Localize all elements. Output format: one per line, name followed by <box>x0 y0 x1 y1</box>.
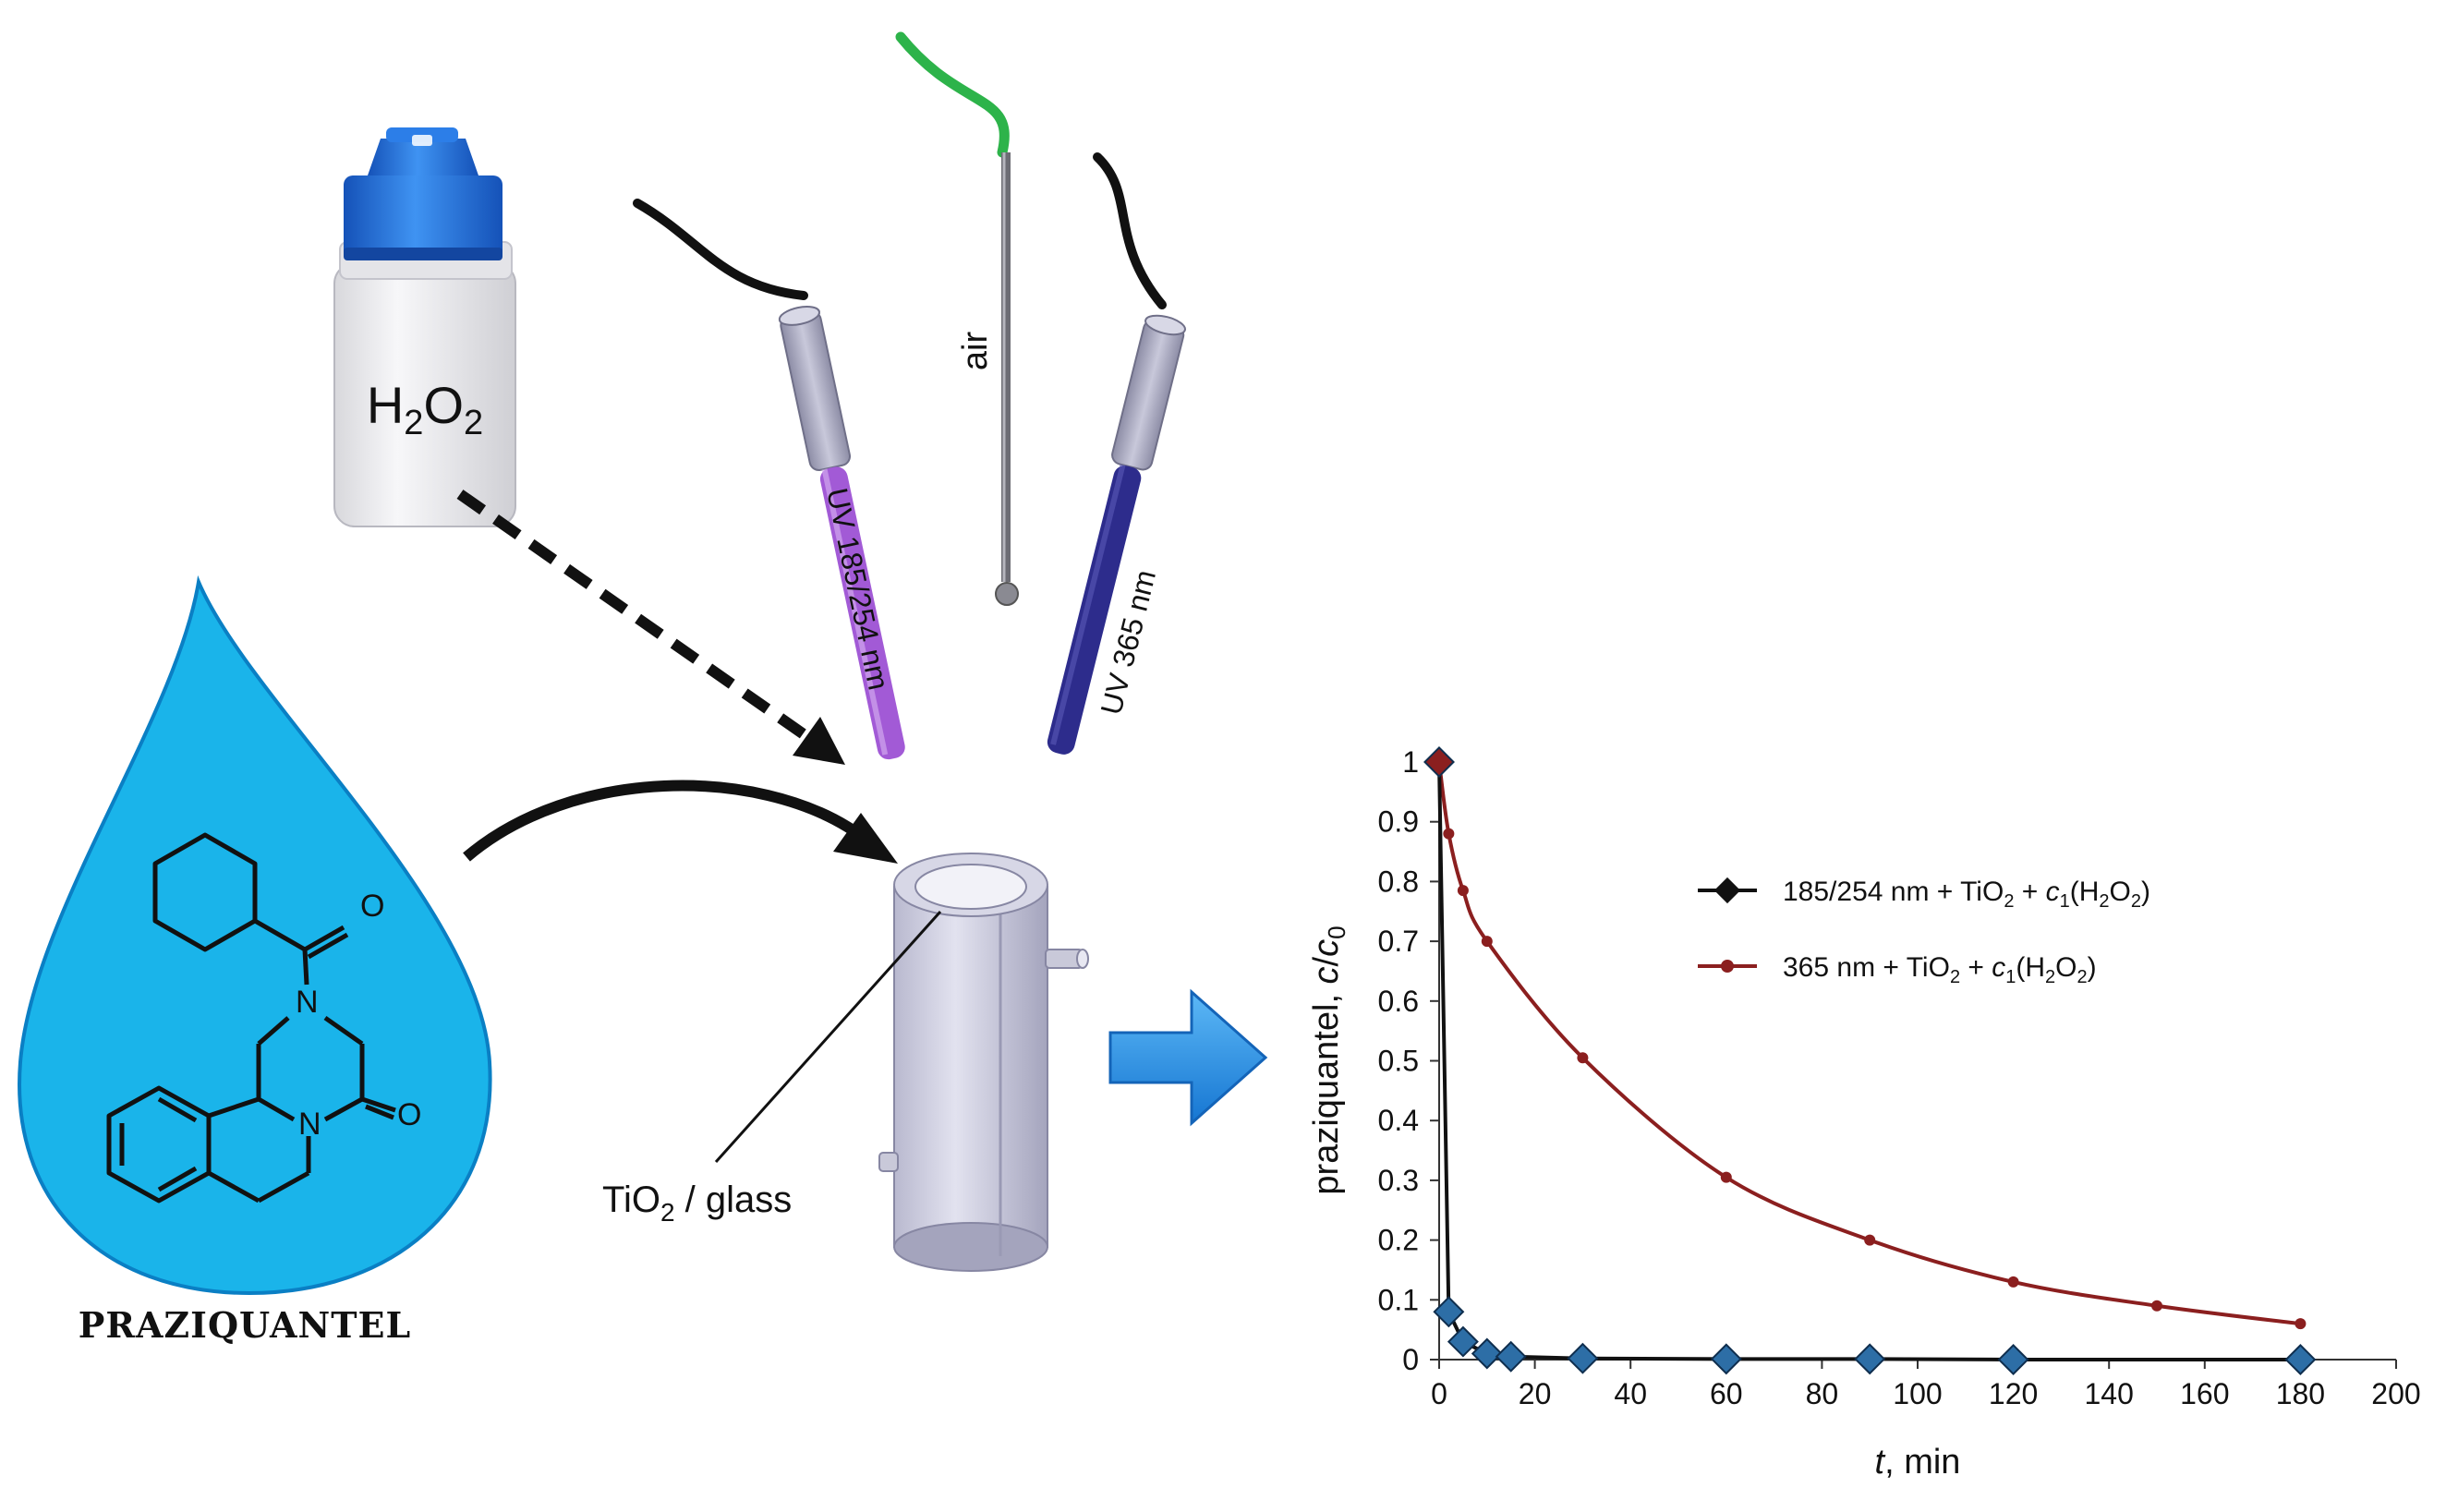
praziquantel-structure <box>106 832 396 1204</box>
series-365-point <box>1720 1171 1732 1183</box>
h2o2-label: H2O2 <box>367 376 483 442</box>
series-254-line <box>1437 761 2301 1361</box>
y-tick-label: 0.7 <box>1378 925 1419 958</box>
y-tick-label: 0.2 <box>1378 1224 1419 1257</box>
curved-feed-arrow <box>463 780 858 862</box>
series-365-point <box>1864 1234 1876 1246</box>
uv-lamp-icon <box>633 199 905 760</box>
curved-arrow-head <box>833 813 898 864</box>
dashed-addition-arrow <box>456 490 817 745</box>
series-365-point <box>2295 1318 2307 1330</box>
y-tick-label: 0.4 <box>1378 1104 1419 1137</box>
dashed-arrow-head <box>793 717 845 765</box>
series-254-point <box>1423 746 1455 778</box>
x-tick-label: 0 <box>1431 1377 1447 1410</box>
reactor-vessel-icon <box>878 853 1089 1272</box>
tio2-glass-label: TiO2 / glass <box>602 1179 792 1227</box>
series-365-point <box>1457 885 1469 897</box>
series-365-point <box>1577 1052 1589 1064</box>
series-254-point <box>1447 1325 1479 1358</box>
series-254-point <box>1433 1296 1465 1328</box>
x-tick-label: 180 <box>2276 1377 2325 1410</box>
atom-o-carbonyl: O <box>360 889 384 924</box>
atom-n-amide: N <box>296 985 319 1020</box>
series-365-point <box>1481 936 1493 948</box>
x-tick-label: 40 <box>1614 1377 1647 1410</box>
x-axis-title: t, min <box>1875 1443 1961 1482</box>
series-254-point <box>1567 1342 1599 1374</box>
y-axis-title: praziquantel, c/c0 <box>1307 925 1350 1194</box>
series-365-point <box>2151 1300 2162 1312</box>
legend-label-series-2: 365 nm + TiO2 + c1(H2O2) <box>1783 952 2097 987</box>
series-254-point <box>1471 1337 1503 1370</box>
series-254-point <box>1854 1343 1886 1375</box>
x-tick-label: 20 <box>1519 1377 1552 1410</box>
right-arrow-icon <box>1108 988 1268 1127</box>
series-254-point <box>1710 1343 1742 1375</box>
y-tick-label: 0.1 <box>1378 1283 1419 1316</box>
chart-legend: 185/254 nm + TiO2 + c1(H2O2) 365 nm + Ti… <box>1698 877 2150 987</box>
y-tick-label: 0.9 <box>1378 805 1419 839</box>
x-tick-label: 60 <box>1710 1377 1743 1410</box>
y-tick-label: 0 <box>1402 1343 1419 1376</box>
x-tick-label: 120 <box>1989 1377 2038 1410</box>
x-tick-label: 80 <box>1806 1377 1839 1410</box>
series-365-point <box>2007 1276 2019 1288</box>
y-tick-label: 0.3 <box>1378 1164 1419 1197</box>
reagent-bottle-icon: H2O2 <box>333 127 516 527</box>
degradation-chart: 0 20 40 60 80 100 120 140 160 180 200 0 0.1 0.2 0.3 0.4… <box>1307 745 2421 1482</box>
x-tick-label: 200 <box>2371 1377 2420 1410</box>
x-tick-label: 100 <box>1893 1377 1942 1410</box>
air-tube-icon <box>895 31 1019 606</box>
x-tick-label: 140 <box>2085 1377 2134 1410</box>
series-365-point <box>1443 828 1455 840</box>
atom-n-ring: N <box>298 1107 321 1142</box>
air-label: air <box>956 332 995 371</box>
legend-marker-series-1 <box>1713 877 1741 904</box>
tio2-pointer-line <box>714 910 942 1164</box>
praziquantel-label: PRAZIQUANTEL <box>79 1304 411 1346</box>
series-254-point <box>1495 1340 1527 1373</box>
y-tick-label: 0.5 <box>1378 1045 1419 1078</box>
x-tick-label: 160 <box>2180 1377 2229 1410</box>
y-tick-label: 0.6 <box>1378 985 1419 1018</box>
water-drop-icon <box>18 575 492 1296</box>
atom-o-lactam: O <box>397 1097 421 1132</box>
series-254-point <box>1997 1344 2029 1375</box>
uv-lamp-icon <box>1047 152 1186 755</box>
series-254-point <box>2284 1344 2317 1375</box>
uv254-label: UV 185/254 nm <box>820 485 895 693</box>
y-tick-label: 1 <box>1402 745 1419 779</box>
legend-label-series-1: 185/254 nm + TiO2 + c1(H2O2) <box>1783 877 2150 912</box>
legend-marker-series-2 <box>1721 960 1734 973</box>
y-tick-label: 0.8 <box>1378 865 1419 898</box>
